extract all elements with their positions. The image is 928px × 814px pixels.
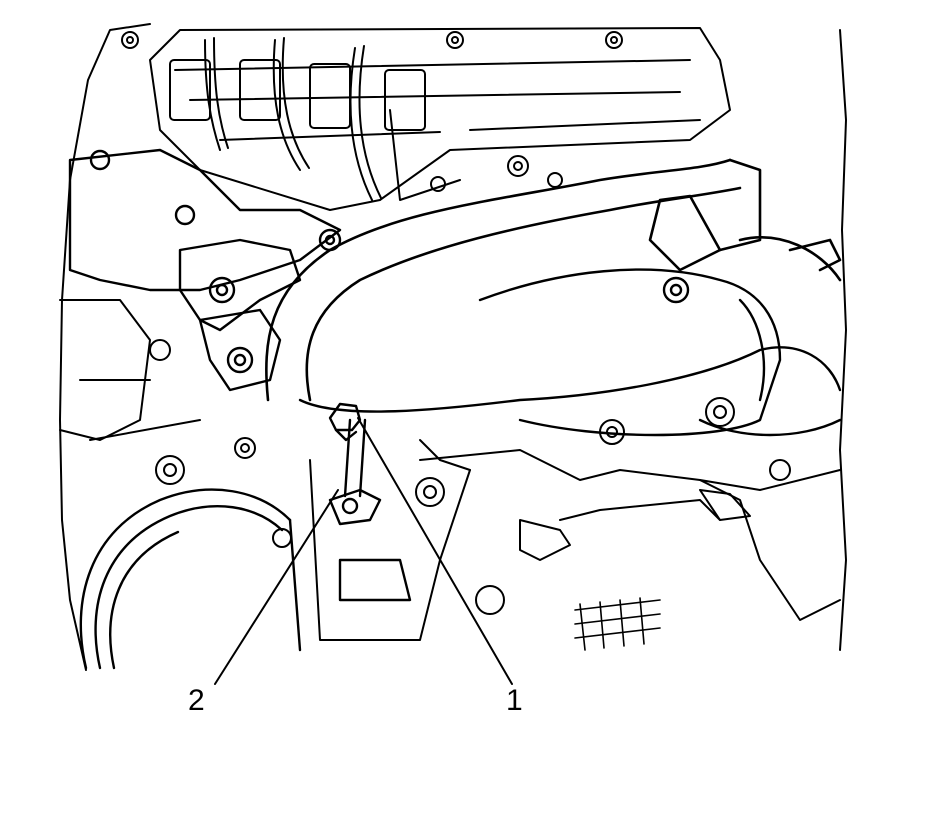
left-components [59, 299, 292, 548]
lower-right-components [415, 397, 841, 621]
lower-housing [309, 439, 471, 641]
exhaust-manifold [68, 148, 342, 392]
valve-cover [149, 27, 731, 211]
wire-mesh [574, 597, 661, 651]
egr-cooler [298, 268, 842, 437]
leader-lines [214, 417, 513, 685]
leader-line-2 [214, 489, 339, 685]
cover-bolts [121, 31, 623, 192]
callout-2: 2 [188, 684, 205, 717]
injector-lines [169, 37, 426, 201]
leader-line-1 [357, 417, 513, 685]
tube-bracket [328, 418, 412, 602]
egr-tube [265, 158, 842, 402]
callout-1: 1 [506, 684, 523, 717]
pulley [79, 488, 302, 670]
